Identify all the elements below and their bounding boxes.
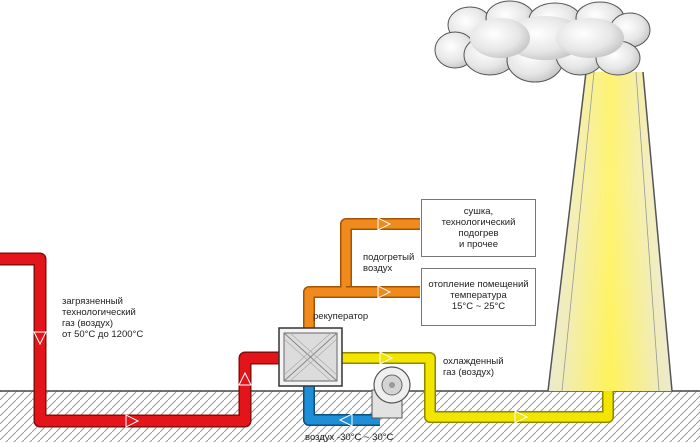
fan — [371, 366, 411, 419]
flow-arrow — [33, 331, 47, 346]
flow-arrow — [514, 410, 529, 424]
cold-air-pipe — [303, 386, 380, 427]
flow-arrow — [377, 285, 392, 299]
flow-arrow — [379, 351, 394, 365]
hot-gas-pipe — [0, 252, 280, 428]
recuperator-label: рекуператор — [313, 311, 369, 322]
flow-arrow — [238, 371, 252, 386]
drying-box: сушка, технологический подогрев и прочее — [421, 199, 536, 257]
heating-box: отопление помещений температура 15°C ~ 2… — [421, 268, 536, 326]
air-intake-label: воздух -30°C ~ 30°C — [305, 432, 394, 443]
recuperator — [278, 327, 343, 387]
flow-arrow — [338, 413, 353, 427]
flow-arrow — [377, 217, 392, 231]
cooled-gas-pipe — [340, 351, 614, 424]
polluted-gas-label: загрязненный технологический газ (воздух… — [62, 296, 144, 340]
preheated-air-label: подогретый воздух — [363, 252, 415, 274]
preheated-air-pipe — [303, 217, 420, 330]
smoke-cloud — [434, 0, 651, 83]
cooled-gas-label: охлажденный газ (воздух) — [443, 356, 504, 378]
flow-arrow — [125, 414, 140, 428]
chimney — [547, 71, 673, 392]
